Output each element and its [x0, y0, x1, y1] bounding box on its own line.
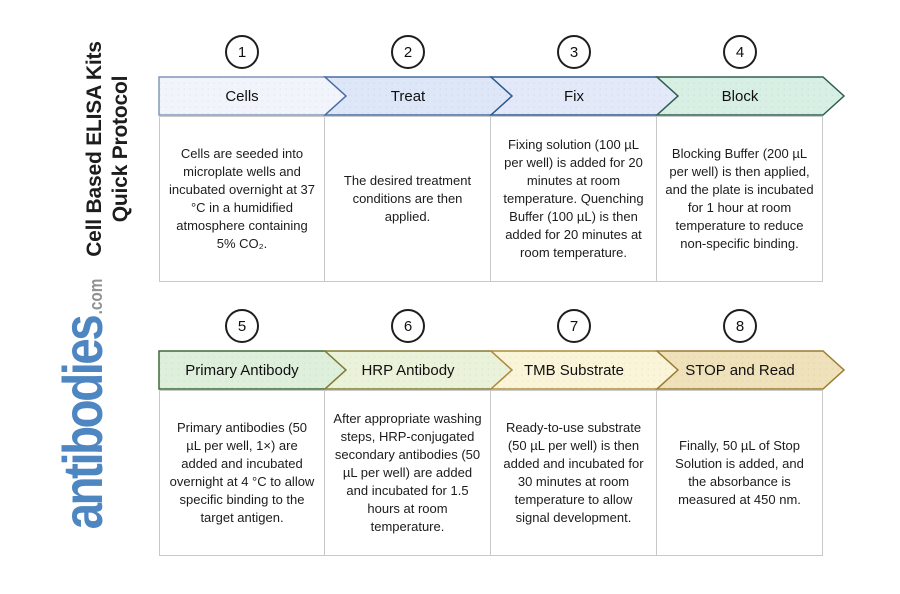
- step-arrow: HRP Antibody: [323, 350, 514, 390]
- steps-row-2: 5 Primary Antibody Primary antibodies (5…: [158, 309, 846, 556]
- step-number-badge: 3: [557, 35, 591, 69]
- step-arrow: Treat: [323, 76, 514, 116]
- step-title: Fix: [564, 87, 584, 105]
- step-number: 5: [237, 317, 247, 335]
- chevron-arrow-shape: [489, 350, 680, 390]
- step-number-badge: 6: [391, 309, 425, 343]
- step-column-5: 5 Primary Antibody Primary antibodies (5…: [158, 309, 348, 556]
- step-number-badge: 8: [723, 309, 757, 343]
- step-arrow: Block: [655, 76, 846, 116]
- chevron-arrow-shape: [323, 350, 514, 390]
- step-description-box: Ready-to-use substrate (50 µL per well) …: [491, 390, 657, 556]
- step-title: Cells: [225, 87, 259, 105]
- step-title: TMB Substrate: [523, 361, 625, 379]
- step-number: 7: [569, 317, 579, 335]
- step-description: Blocking Buffer (200 µL per well) is the…: [665, 146, 814, 251]
- step-column-7: 7 TMB Substrate Ready-to-use substrate (…: [489, 309, 680, 556]
- step-description-box: Fixing solution (100 µL per well) is add…: [491, 116, 657, 282]
- chevron-arrow-shape: [323, 76, 514, 116]
- step-title: Primary Antibody: [185, 361, 299, 379]
- page-title: Cell Based ELISA Kits Quick Protocol: [82, 19, 134, 279]
- steps-row-1: 1 Cells Cells are seeded into microplate…: [158, 35, 846, 282]
- step-description: Finally, 50 µL of Stop Solution is added…: [675, 438, 804, 507]
- step-number: 2: [403, 43, 413, 61]
- page-title-line2: Quick Protocol: [109, 75, 132, 223]
- step-description: Ready-to-use substrate (50 µL per well) …: [503, 420, 644, 525]
- step-description-box: The desired treatment conditions are the…: [325, 116, 491, 282]
- brand-logo-suffix: .com: [86, 278, 106, 315]
- chevron-arrow-shape: [489, 76, 680, 116]
- step-number: 1: [237, 43, 247, 61]
- brand-logo: antibodies .com: [50, 251, 140, 557]
- step-title: Treat: [390, 87, 426, 105]
- chevron-arrow-shape: [655, 76, 846, 116]
- step-number: 4: [735, 43, 745, 61]
- step-title: Block: [721, 87, 759, 105]
- step-description: After appropriate washing steps, HRP-con…: [333, 411, 482, 534]
- step-description: Primary antibodies (50 µL per well, 1×) …: [169, 420, 315, 525]
- step-column-6: 6 HRP Antibody After appropriate washing…: [323, 309, 514, 556]
- step-description-box: Blocking Buffer (200 µL per well) is the…: [657, 116, 823, 282]
- step-description: The desired treatment conditions are the…: [343, 173, 472, 224]
- step-number-badge: 2: [391, 35, 425, 69]
- step-column-8: 8 STOP and Read Finally, 50 µL of Stop S…: [655, 309, 846, 556]
- chevron-arrow-shape: [158, 350, 348, 390]
- step-column-1: 1 Cells Cells are seeded into microplate…: [158, 35, 348, 282]
- step-number: 6: [403, 317, 413, 335]
- step-description: Cells are seeded into microplate wells a…: [169, 146, 315, 251]
- step-number: 3: [569, 43, 579, 61]
- page-title-line1: Cell Based ELISA Kits: [83, 41, 106, 257]
- step-title: STOP and Read: [685, 361, 795, 379]
- step-description-box: Finally, 50 µL of Stop Solution is added…: [657, 390, 823, 556]
- step-description: Fixing solution (100 µL per well) is add…: [503, 137, 644, 260]
- step-number-badge: 4: [723, 35, 757, 69]
- step-column-4: 4 Block Blocking Buffer (200 µL per well…: [655, 35, 846, 282]
- step-number-badge: 7: [557, 309, 591, 343]
- step-arrow: Cells: [158, 76, 348, 116]
- step-number: 8: [735, 317, 745, 335]
- step-arrow: Fix: [489, 76, 680, 116]
- step-arrow: TMB Substrate: [489, 350, 680, 390]
- step-title: HRP Antibody: [361, 361, 455, 379]
- step-description-box: After appropriate washing steps, HRP-con…: [325, 390, 491, 556]
- step-number-badge: 5: [225, 309, 259, 343]
- step-description-box: Cells are seeded into microplate wells a…: [159, 116, 325, 282]
- step-description-box: Primary antibodies (50 µL per well, 1×) …: [159, 390, 325, 556]
- brand-logo-word: antibodies: [51, 316, 114, 530]
- step-arrow: STOP and Read: [655, 350, 846, 390]
- chevron-arrow-shape: [158, 76, 348, 116]
- step-number-badge: 1: [225, 35, 259, 69]
- step-column-3: 3 Fix Fixing solution (100 µL per well) …: [489, 35, 680, 282]
- chevron-arrow-shape: [655, 350, 846, 390]
- step-column-2: 2 Treat The desired treatment conditions…: [323, 35, 514, 282]
- step-arrow: Primary Antibody: [158, 350, 348, 390]
